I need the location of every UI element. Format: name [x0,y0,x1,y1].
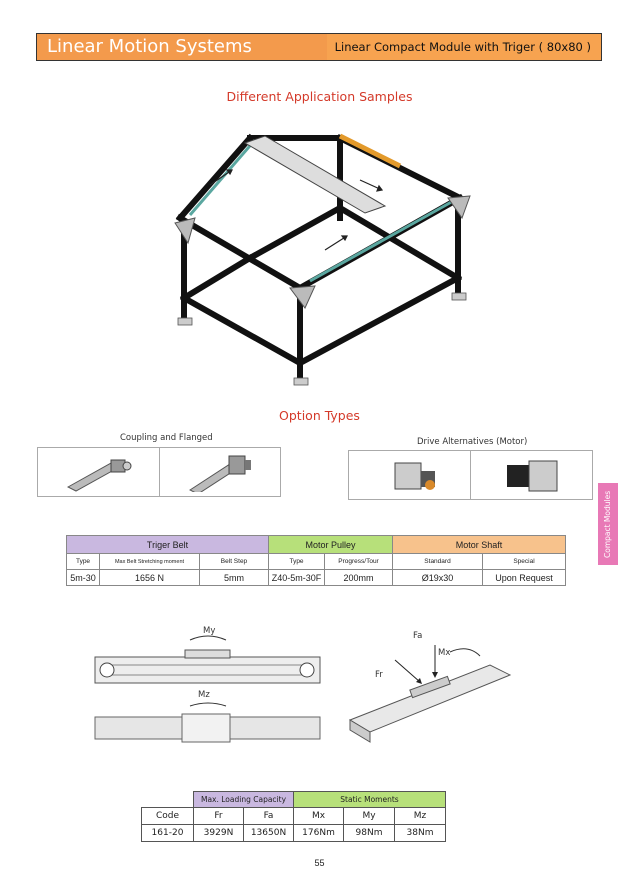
fa-label: Fa [413,631,423,641]
header-cell: Special [482,553,566,570]
header-cell: Progress/Tour [324,553,393,570]
load-table: Max. Loading Capacity Static Moments Cod… [141,791,447,842]
spec-table: Triger Belt Motor Pulley Motor Shaft Typ… [66,535,566,586]
header-cell: Type [268,553,325,570]
flanged-image [160,448,281,496]
value-cell: 176Nm [293,824,344,842]
value-cell: 38Nm [393,824,447,842]
drive-options-box [348,450,593,500]
moments-diagram [94,635,512,743]
value-cell: 1656 N [99,569,200,586]
flanged-module-icon [188,455,251,492]
compact-modules-tab[interactable]: Compact Modules [598,483,618,565]
motor-right-angle-image [349,451,471,499]
options-heading: Option Types [279,408,360,423]
header-cell: Belt Step [199,553,269,570]
stepper-motor-icon [506,460,557,492]
drive-label: Drive Alternatives (Motor) [417,437,528,447]
header-cell: Code [141,807,194,825]
page-number: 55 [314,858,325,868]
header-cell: My [343,807,395,825]
stepper-motor-image [471,451,592,499]
mx-label: Mx [438,648,451,658]
gear-motor-icon [394,462,435,490]
value-cell: 98Nm [343,824,395,842]
header-cell: Max Belt Stretching moment [99,553,200,570]
module-title: Linear Compact Module with Triger ( 80x8… [327,34,601,60]
header-cell: Fr [193,807,244,825]
value-cell: 161-20 [141,824,194,842]
gantry-frame-illustration [174,133,471,386]
my-label: My [203,626,216,636]
fr-label: Fr [375,670,383,680]
header-cell: Standard [392,553,483,570]
value-cell: Upon Request [482,569,566,586]
group-motor-pulley: Motor Pulley [268,535,393,554]
value-cell: 13650N [243,824,294,842]
value-cell: 5mm [199,569,269,586]
group-max-loading: Max. Loading Capacity [193,791,294,808]
application-heading: Different Application Samples [226,89,413,104]
header-cell: Mz [393,807,447,825]
coupling-label: Coupling and Flanged [120,433,213,443]
value-cell: 5m-30 [66,569,100,586]
value-cell: 200mm [324,569,393,586]
coupling-module-icon [67,459,132,492]
value-cell: 3929N [193,824,244,842]
page-header: Linear Motion Systems Linear Compact Mod… [36,33,602,61]
group-static-moments: Static Moments [292,791,447,808]
header-cell: Mx [293,807,344,825]
value-cell: Z40-5m-30F [268,569,325,586]
group-triger-belt: Triger Belt [66,535,269,554]
group-motor-shaft: Motor Shaft [392,535,566,554]
coupling-options-box [37,447,281,497]
value-cell: Ø19x30 [392,569,483,586]
header-cell: Fa [243,807,294,825]
coupling-image [38,448,160,496]
mz-label: Mz [198,690,210,700]
header-cell: Type [66,553,100,570]
section-title: Linear Motion Systems [37,34,327,60]
